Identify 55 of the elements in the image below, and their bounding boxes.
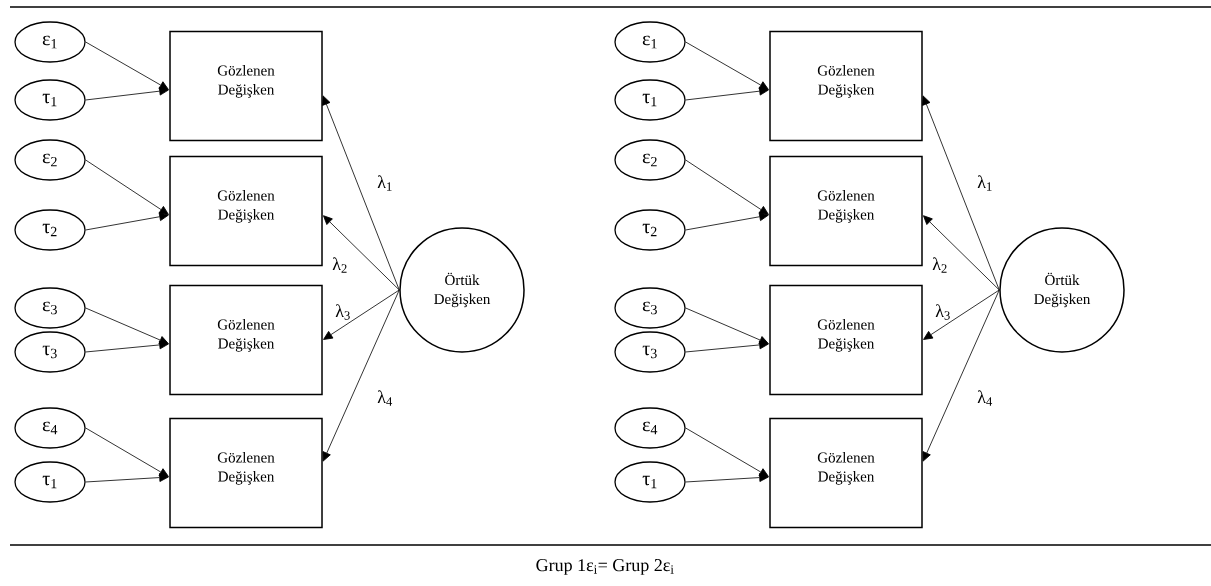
edge-label: λ$_{2}$	[332, 257, 347, 273]
edge-label: λ$_{3}$	[935, 304, 950, 320]
ellipse-node: τ$_{1}$	[614, 461, 686, 503]
arrow	[685, 212, 769, 231]
arrow	[685, 427, 769, 477]
ellipse-node: τ$_{1}$	[14, 461, 86, 503]
arrow	[922, 95, 1000, 291]
arrow	[685, 340, 769, 353]
arrow	[323, 215, 400, 291]
edge-label: λ$_{3}$	[335, 304, 350, 320]
arrow	[323, 289, 400, 340]
arrow	[85, 427, 169, 477]
variable-box: Gözlenen Değişken	[169, 155, 323, 267]
arrow	[322, 95, 400, 291]
variable-box: Gözlenen Değişken	[169, 417, 323, 529]
ellipse-node: ε$_{2}$	[14, 139, 86, 181]
ellipse-node: τ$_{1}$	[14, 79, 86, 121]
arrow	[923, 215, 1000, 291]
ellipse-node: ε$_{3}$	[14, 287, 86, 329]
edge-label: λ$_{4}$	[977, 390, 993, 406]
edge-label: λ$_{2}$	[932, 257, 947, 273]
ellipse-node: ε$_{4}$	[614, 407, 686, 449]
variable-box: Gözlenen Değişken	[769, 417, 923, 529]
ellipse-node: ε$_{1}$	[14, 21, 86, 63]
ellipse-node: τ$_{3}$	[614, 331, 686, 373]
variable-box: Gözlenen Değişken	[769, 155, 923, 267]
arrow	[685, 159, 769, 215]
arrow	[923, 289, 1000, 340]
ellipse-node: ε$_{1}$	[614, 21, 686, 63]
variable-box: Gözlenen Değişken	[169, 284, 323, 396]
ellipse-node: ε$_{2}$	[614, 139, 686, 181]
edge-label: λ$_{1}$	[977, 175, 992, 191]
arrow	[322, 289, 400, 462]
variable-box: Gözlenen Değişken	[169, 30, 323, 142]
arrow	[685, 86, 769, 101]
ellipse-node: τ$_{2}$	[14, 209, 86, 251]
arrow	[685, 473, 769, 483]
variable-box: Gözlenen Değişken	[769, 284, 923, 396]
arrow	[685, 41, 769, 90]
arrow	[85, 86, 169, 101]
ellipse-node: ε$_{4}$	[14, 407, 86, 449]
ellipse-node: τ$_{1}$	[614, 79, 686, 121]
edge-label: λ$_{4}$	[377, 390, 393, 406]
arrow	[85, 212, 169, 231]
ellipse-node: τ$_{3}$	[14, 331, 86, 373]
arrow	[85, 473, 169, 483]
arrow	[85, 340, 169, 353]
arrow	[922, 289, 1000, 462]
arrow	[85, 159, 169, 215]
arrow	[85, 41, 169, 90]
variable-box: Gözlenen Değişken	[769, 30, 923, 142]
edge-label: λ$_{1}$	[377, 175, 392, 191]
ellipse-node: τ$_{2}$	[614, 209, 686, 251]
ellipse-node: ε$_{3}$	[614, 287, 686, 329]
caption: Grup 1ε$_{i}$= Grup 2ε$_{i}$	[536, 559, 674, 575]
